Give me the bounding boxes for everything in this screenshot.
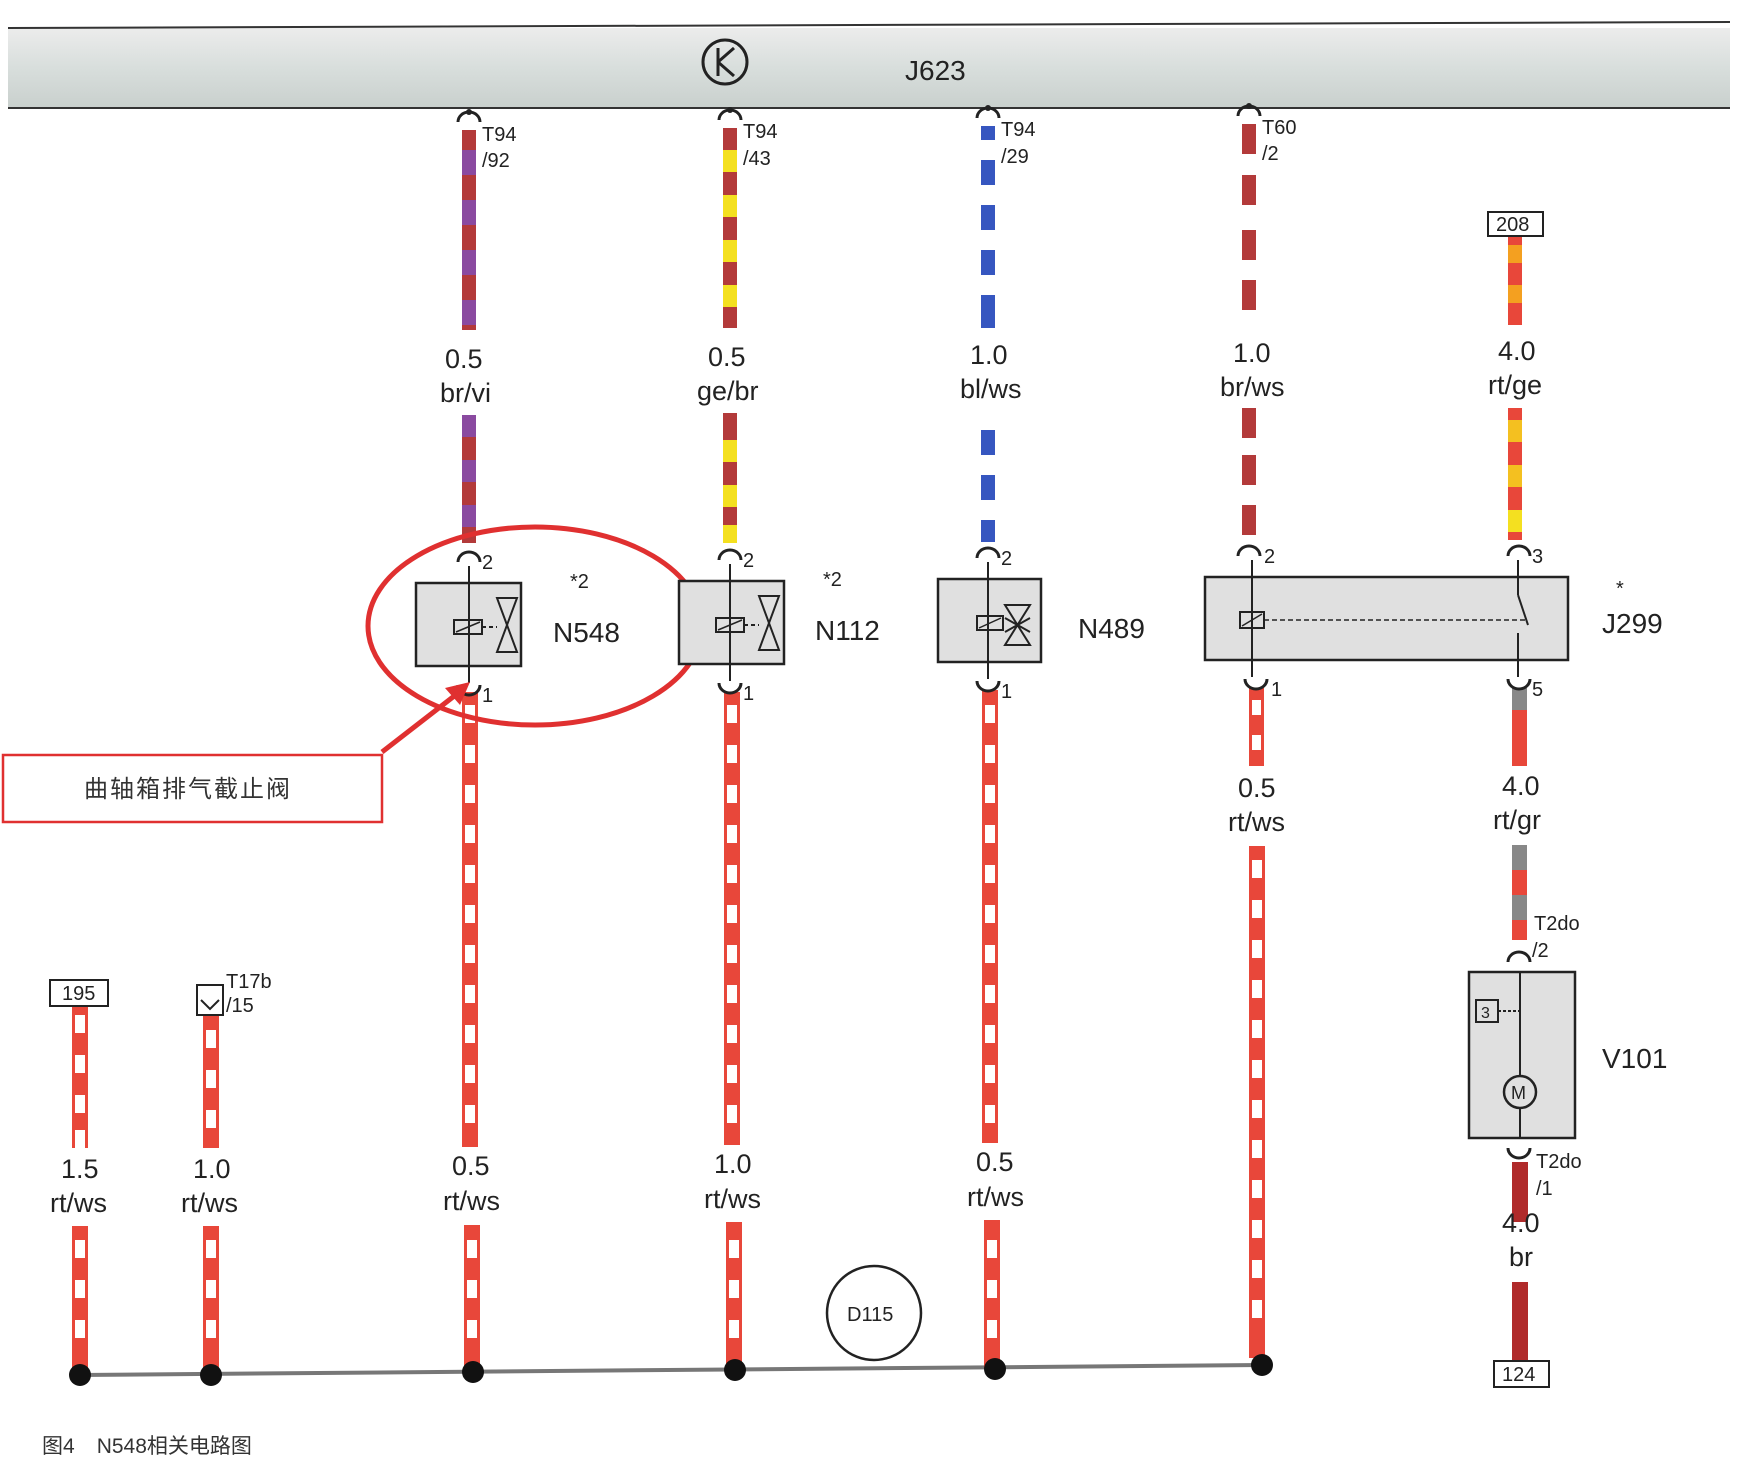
wire1-gauge: 0.5: [445, 344, 483, 374]
j299-pin-2: 2: [1264, 546, 1275, 568]
ground-node: [1251, 1354, 1273, 1376]
j623-label: J623: [905, 55, 966, 86]
n548-pin-bottom: 1: [482, 685, 493, 707]
v101-top-pin: /2: [1532, 940, 1549, 962]
wire3-gauge: 1.0: [970, 340, 1008, 370]
ref-box-208: 208: [1487, 211, 1544, 237]
figure-caption: 图4 N548相关电路图: [42, 1430, 274, 1460]
annotation-label: 曲轴箱排气截止阀: [84, 775, 292, 803]
wire4-gauge: 1.0: [1233, 338, 1271, 368]
figure-title: N548相关电路图: [96, 1435, 252, 1458]
wire-v101-circuit: 208 4.0 rt/ge 3 5 4.0 rt/gr T2do /2 T2do…: [1487, 211, 1582, 1388]
wire7-top-connector: T17b: [226, 971, 272, 993]
n112-pin-top: 2: [743, 550, 754, 572]
j299-note: *: [1616, 578, 1624, 600]
ground-node: [724, 1359, 746, 1381]
n548-valve-component: N548 *2: [414, 566, 620, 683]
ground-node: [462, 1361, 484, 1383]
wire5-color: rt/ge: [1488, 370, 1542, 400]
ref-124-label: 124: [1502, 1364, 1535, 1386]
connector-t17b-icon: [196, 984, 224, 1016]
j299-relay-component: J299 *: [1203, 560, 1663, 677]
ref-208-label: 208: [1496, 214, 1529, 236]
v101-bottom-connector: T2do: [1536, 1151, 1582, 1173]
wire-n489-circuit: T94 /29 1.0 bl/ws 2 1 0.5 rt/ws: [960, 105, 1035, 1380]
wire-n112-circuit: T94 /43 0.5 ge/br 2 1 1.0 rt/ws: [697, 107, 777, 1381]
wire6-color: rt/ws: [50, 1188, 107, 1218]
wire-n548-circuit: T94 /92 0.5 br/vi 2 1 0.5 rt/ws: [440, 109, 516, 1383]
wire2-lower-color: rt/ws: [704, 1184, 761, 1214]
wire1-color: br/vi: [440, 378, 491, 408]
n489-pin-top: 2: [1001, 548, 1012, 570]
wire1-lower-gauge: 0.5: [452, 1151, 490, 1181]
wire4-color: br/ws: [1220, 372, 1285, 402]
ref-box-124: 124: [1493, 1360, 1550, 1388]
n548-label: N548: [553, 617, 620, 648]
ref-box-195: 195: [49, 979, 109, 1007]
annotation-highlight: 曲轴箱排气截止阀: [1, 524, 705, 824]
n548-note: *2: [570, 571, 589, 593]
wire2-color: ge/br: [697, 376, 759, 406]
wire4-top-connector: T60: [1262, 117, 1296, 139]
figure-number: 图4: [42, 1435, 75, 1458]
ground-node: [69, 1364, 91, 1386]
wire2-gauge: 0.5: [708, 342, 746, 372]
motor-symbol-glyph: M: [1511, 1083, 1526, 1103]
n112-pin-bottom: 1: [743, 683, 754, 705]
wire2-lower-gauge: 1.0: [714, 1149, 752, 1179]
n489-label: N489: [1078, 613, 1145, 644]
wire-195-circuit: 195 1.5 rt/ws: [49, 979, 109, 1386]
ground-node: [984, 1358, 1006, 1380]
n112-note: *2: [823, 569, 842, 591]
wire4-lower-gauge: 0.5: [1238, 773, 1276, 803]
n489-pin-bottom: 1: [1001, 681, 1012, 703]
wire1-top-connector: T94: [482, 124, 516, 146]
wire3-lower-color: rt/ws: [967, 1182, 1024, 1212]
wire1-top-pin: /92: [482, 150, 510, 172]
j299-label: J299: [1602, 608, 1663, 639]
wire3-top-connector: T94: [1001, 119, 1035, 141]
wire4-lower-color: rt/ws: [1228, 807, 1285, 837]
n489-valve-component: N489: [936, 562, 1145, 679]
wire-j299-coil-circuit: T60 /2 1.0 br/ws 2 1 0.5 rt/ws: [1220, 103, 1296, 1376]
motor-icon: [1502, 1074, 1538, 1110]
wire4-top-pin: /2: [1262, 143, 1279, 165]
j299-pin-1: 1: [1271, 679, 1282, 701]
ref-195-label: 195: [62, 983, 95, 1005]
wire5-gauge: 4.0: [1498, 336, 1536, 366]
transistor-symbol-icon: [701, 38, 749, 86]
wire5-bottom-color: br: [1509, 1242, 1533, 1272]
v101-bottom-pin: /1: [1536, 1178, 1553, 1200]
d115-ground-point: D115: [825, 1264, 923, 1362]
d115-label: D115: [847, 1304, 893, 1326]
annotation-box: [1, 753, 384, 824]
j299-pin-3: 3: [1532, 546, 1543, 568]
ground-node: [200, 1364, 222, 1386]
wire5-lower-gauge: 4.0: [1502, 771, 1540, 801]
v101-top-connector: T2do: [1534, 913, 1580, 935]
n112-valve-component: N112 *2: [677, 564, 880, 681]
wire3-top-pin: /29: [1001, 146, 1029, 168]
wire-t17b-circuit: T17b /15 1.0 rt/ws: [181, 971, 272, 1386]
n548-pin-top: 2: [482, 552, 493, 574]
wire5-lower-color: rt/gr: [1493, 805, 1541, 835]
v101-label: V101: [1602, 1043, 1667, 1074]
wire3-color: bl/ws: [960, 374, 1022, 404]
wire1-lower-color: rt/ws: [443, 1186, 500, 1216]
n112-label: N112: [815, 615, 880, 646]
wire6-gauge: 1.5: [61, 1154, 99, 1184]
wire5-bottom-gauge: 4.0: [1502, 1208, 1540, 1238]
ground-bus-line: [79, 1363, 1263, 1377]
wire7-color: rt/ws: [181, 1188, 238, 1218]
wire2-top-connector: T94: [743, 121, 777, 143]
wire3-lower-gauge: 0.5: [976, 1147, 1014, 1177]
wire7-gauge: 1.0: [193, 1154, 231, 1184]
j299-pin-5: 5: [1532, 679, 1543, 701]
v101-switch-mark: 3: [1481, 1005, 1490, 1022]
wire7-top-pin: /15: [226, 995, 254, 1017]
wire2-top-pin: /43: [743, 148, 771, 170]
j623-control-unit-bar: J623: [7, 21, 1731, 109]
v101-motor-component: 3 M V101: [1467, 970, 1667, 1140]
